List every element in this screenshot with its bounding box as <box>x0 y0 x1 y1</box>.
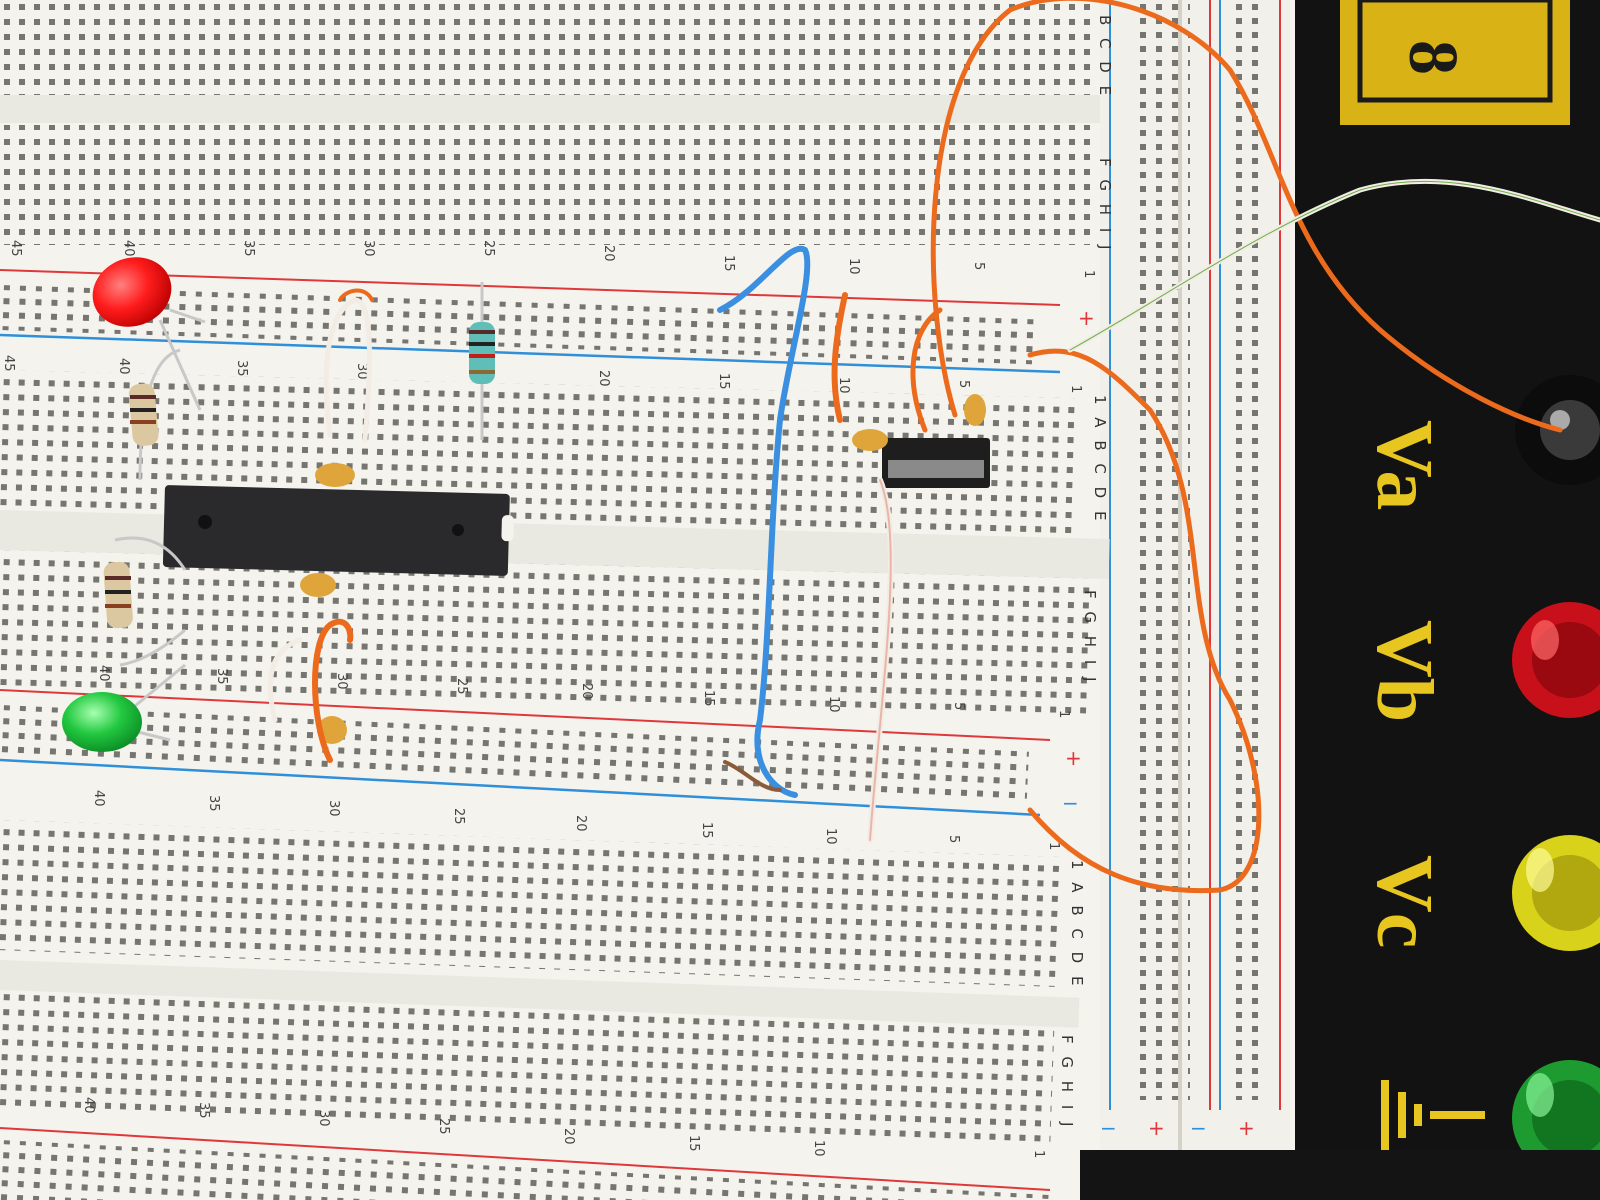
svg-text:35: 35 <box>234 360 249 377</box>
svg-text:30: 30 <box>326 800 341 817</box>
panel-label-vc: Vc <box>1360 855 1448 948</box>
led-green[interactable] <box>62 663 186 752</box>
svg-text:40: 40 <box>96 665 111 682</box>
column-labels-mid-a: 45 40 35 30 20 15 10 5 1 <box>1 355 1083 394</box>
svg-text:20: 20 <box>579 683 594 700</box>
svg-text:40: 40 <box>81 1097 96 1114</box>
vertical-power-rails <box>1100 0 1290 1150</box>
svg-text:10: 10 <box>811 1140 826 1157</box>
svg-text:15: 15 <box>686 1135 701 1152</box>
svg-text:35: 35 <box>196 1102 211 1119</box>
svg-text:30: 30 <box>316 1110 331 1127</box>
power-rail-top <box>0 269 1061 374</box>
svg-text:30: 30 <box>361 240 376 257</box>
row-labels-low-e: 1 A B C D E <box>1068 860 1086 989</box>
voltage-regulator[interactable] <box>882 438 990 488</box>
svg-text:35: 35 <box>241 240 256 257</box>
row-labels-mid-e: 1 A B C D E <box>1091 395 1109 524</box>
column-labels-top: 45 40 35 30 25 20 15 10 5 1 <box>8 240 1096 278</box>
column-labels-mid-b: 40 35 30 25 20 15 10 5 1 <box>96 665 1071 718</box>
svg-text:40: 40 <box>121 240 136 257</box>
rail-minus-label-mid: − <box>1062 791 1079 815</box>
rail-plus-label-a: + <box>1148 1116 1165 1140</box>
svg-text:5: 5 <box>956 380 971 388</box>
row-labels-low-j: F G H I J <box>1058 1035 1076 1130</box>
svg-text:1: 1 <box>1056 710 1071 718</box>
svg-text:15: 15 <box>716 373 731 390</box>
svg-text:10: 10 <box>823 828 838 845</box>
svg-text:1: 1 <box>1046 842 1061 850</box>
binding-post-ground[interactable] <box>1512 1060 1600 1176</box>
svg-text:20: 20 <box>561 1128 576 1145</box>
svg-text:20: 20 <box>596 370 611 387</box>
svg-text:25: 25 <box>436 1118 451 1135</box>
row-labels-mid-j: F G H I J <box>1081 590 1099 685</box>
resistor-beige-top[interactable] <box>128 348 181 481</box>
svg-text:15: 15 <box>701 690 716 707</box>
ground-symbol-icon <box>1381 1080 1485 1150</box>
svg-text:20: 20 <box>573 815 588 832</box>
svg-text:1: 1 <box>1031 1150 1046 1158</box>
svg-text:20: 20 <box>601 245 616 262</box>
panel-label-va: Va <box>1360 420 1448 510</box>
svg-text:10: 10 <box>836 377 851 394</box>
svg-text:30: 30 <box>354 363 369 380</box>
svg-text:35: 35 <box>206 795 221 812</box>
svg-text:25: 25 <box>454 678 469 695</box>
binding-post-vc[interactable] <box>1512 835 1600 951</box>
panel-badge <box>1340 0 1570 125</box>
resistor-teal[interactable] <box>469 282 495 440</box>
rail-plus-label-b: + <box>1238 1116 1255 1140</box>
rail-minus-label-a: − <box>1100 1116 1117 1140</box>
svg-text:45: 45 <box>1 355 16 372</box>
svg-text:25: 25 <box>481 240 496 257</box>
column-labels-low-a: 40 35 30 25 20 15 10 5 1 <box>91 790 1061 850</box>
column-labels-low-b: 40 35 30 25 20 15 10 1 <box>81 1097 1046 1158</box>
row-labels-top-j: F G H I J <box>1096 158 1114 253</box>
resistor-beige-bottom[interactable] <box>103 536 187 667</box>
binding-post-vb[interactable] <box>1512 602 1600 718</box>
panel-label-vb: Vb <box>1360 620 1448 722</box>
svg-text:10: 10 <box>826 696 841 713</box>
svg-text:1: 1 <box>1068 385 1083 393</box>
row-labels-top-e: B C D E <box>1096 15 1114 99</box>
jumper-wires[interactable] <box>267 0 1600 894</box>
svg-text:40: 40 <box>116 358 131 375</box>
svg-text:5: 5 <box>971 262 986 270</box>
svg-text:10: 10 <box>846 258 861 275</box>
svg-text:15: 15 <box>721 255 736 272</box>
rail-plus-label-mid: + <box>1065 746 1082 770</box>
svg-text:25: 25 <box>451 808 466 825</box>
panel-badge-digit: 8 <box>1394 40 1471 75</box>
svg-text:45: 45 <box>8 240 23 257</box>
svg-text:30: 30 <box>334 673 349 690</box>
svg-text:5: 5 <box>951 702 966 710</box>
svg-text:35: 35 <box>214 668 229 685</box>
rail-minus-label-b: − <box>1190 1116 1207 1140</box>
svg-text:1: 1 <box>1081 270 1096 278</box>
led-red[interactable] <box>83 246 206 411</box>
svg-text:5: 5 <box>946 835 961 843</box>
rail-plus-label-top: + <box>1078 306 1095 330</box>
svg-text:40: 40 <box>91 790 106 807</box>
microcontroller-chip[interactable] <box>162 485 514 576</box>
svg-text:15: 15 <box>699 822 714 839</box>
